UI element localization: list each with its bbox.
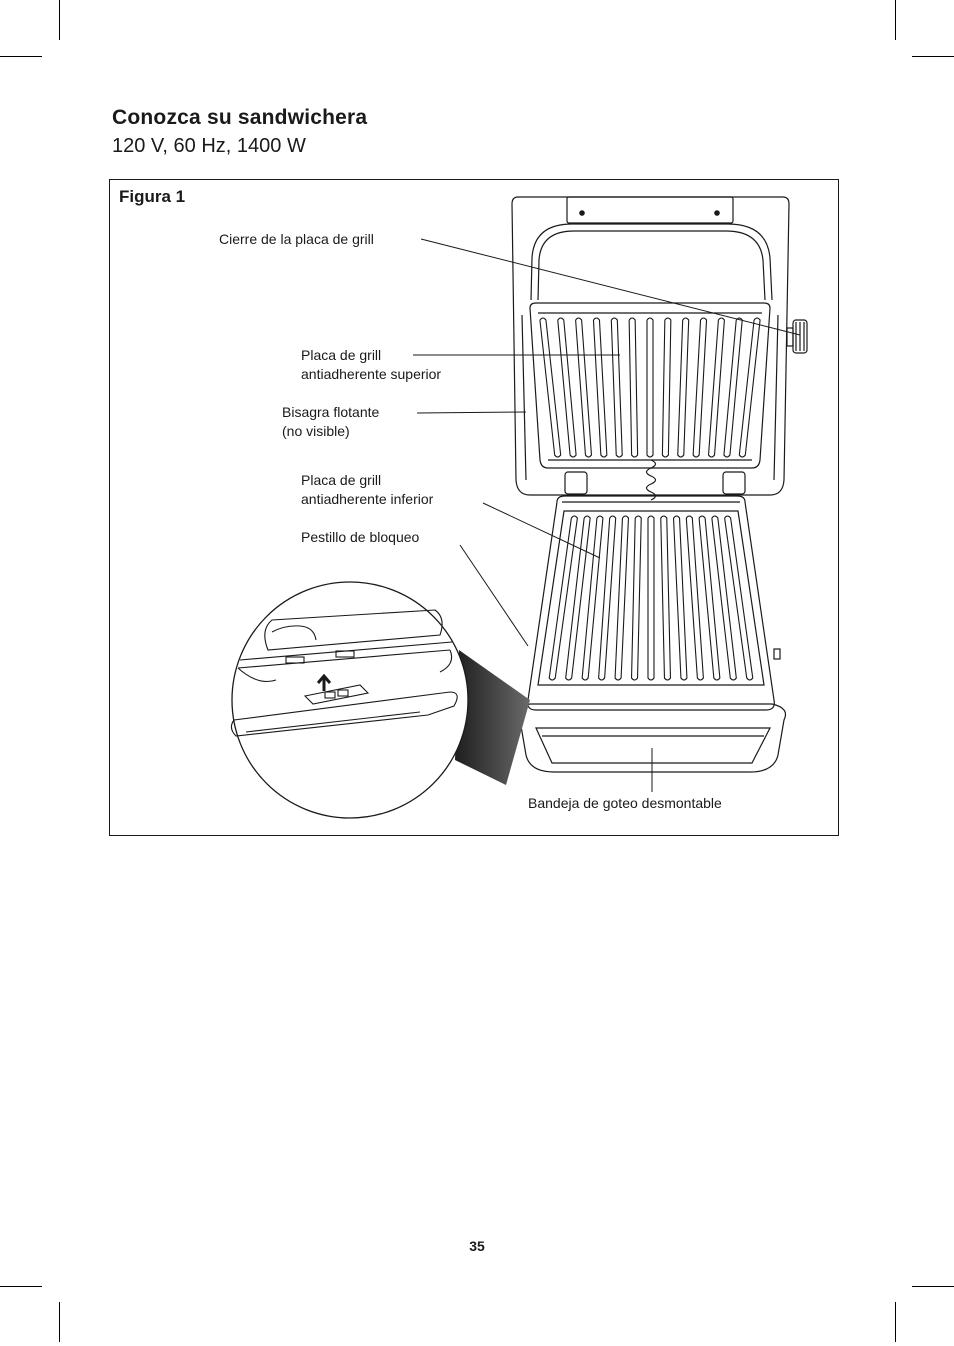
grill-ridge (648, 516, 654, 680)
upper-plate-ridges (540, 318, 760, 457)
crop-mark-bottom-left-v (59, 1302, 60, 1342)
grill-ridge (662, 318, 670, 457)
grill-ridge (593, 318, 606, 457)
figure-title: Figura 1 (119, 187, 185, 207)
crop-mark-bottom-right-v (895, 1302, 896, 1342)
hinge-left (565, 472, 587, 494)
callout-lock-latch-text: Pestillo de bloqueo (301, 528, 419, 547)
lower-base-housing (528, 496, 775, 710)
crop-mark-top-left-v (59, 0, 60, 40)
page-number: 35 (0, 1238, 954, 1254)
figure-frame: Figura 1 Cierre de la placa de grill Pla… (109, 179, 839, 836)
grill-ridge (661, 516, 671, 680)
hinge-spring (647, 460, 656, 500)
callout-upper-plate: Placa de grill antiadherente superior (301, 346, 441, 384)
callout-lower-plate-line1: Placa de grill (301, 471, 433, 490)
sandwich-maker-illustration (110, 180, 838, 835)
grill-ridge (739, 318, 760, 457)
grill-ridge (647, 318, 653, 457)
handle-screw-right (715, 211, 719, 215)
lid-handle (567, 197, 733, 223)
page-title: Conozca su sandwichera (112, 106, 367, 130)
leader-lock-latch (460, 545, 528, 646)
callout-drip-tray-text: Bandeja de goteo desmontable (528, 794, 722, 813)
grill-ridge (611, 318, 622, 457)
callout-lower-plate: Placa de grill antiadherente inferior (301, 471, 433, 509)
grill-ridge (615, 516, 628, 680)
crop-mark-top-right-v (895, 0, 896, 40)
grill-ridge (678, 318, 689, 457)
crop-mark-bottom-right-h (912, 1286, 954, 1287)
callout-upper-plate-line1: Placa de grill (301, 346, 441, 365)
grill-ridge (693, 318, 706, 457)
grill-ridge (629, 318, 637, 457)
grill-ridge (674, 516, 687, 680)
grill-ridge (724, 318, 742, 457)
callout-hinge: Bisagra flotante (no visible) (282, 403, 379, 441)
page-subtitle: 120 V, 60 Hz, 1400 W (112, 135, 306, 158)
leader-plate-latch (421, 239, 800, 335)
callout-drip-tray: Bandeja de goteo desmontable (528, 794, 722, 813)
callout-plate-latch-text: Cierre de la placa de grill (219, 230, 374, 249)
grill-ridge (576, 318, 592, 457)
grill-ridge (632, 516, 642, 680)
grill-ridge (709, 318, 725, 457)
handle-screw-left (580, 211, 584, 215)
plate-latch-knob (787, 320, 807, 353)
callout-hinge-line1: Bisagra flotante (282, 403, 379, 422)
lock-latch-detail-inset (231, 582, 468, 818)
grill-ridge (712, 516, 736, 680)
crop-mark-top-left-h (0, 56, 42, 57)
callout-lock-latch: Pestillo de bloqueo (301, 528, 419, 547)
leader-hinge (417, 412, 526, 413)
lower-plate-ridges (549, 516, 753, 680)
lower-grill-plate (538, 511, 764, 685)
grill-ridge (540, 318, 561, 457)
callout-plate-latch: Cierre de la placa de grill (219, 230, 374, 249)
callout-upper-plate-line2: antiadherente superior (301, 365, 441, 384)
grill-ridge (558, 318, 576, 457)
upper-grill-plate (530, 303, 770, 468)
callout-lower-plate-line2: antiadherente inferior (301, 490, 433, 509)
crop-mark-bottom-left-h (0, 1286, 42, 1287)
grill-ridge (725, 516, 753, 680)
upper-lid-housing (512, 197, 789, 495)
callout-hinge-line2: (no visible) (282, 422, 379, 441)
hinge-right (723, 472, 745, 494)
crop-mark-top-right-h (912, 56, 954, 57)
grill-ridge (566, 516, 590, 680)
